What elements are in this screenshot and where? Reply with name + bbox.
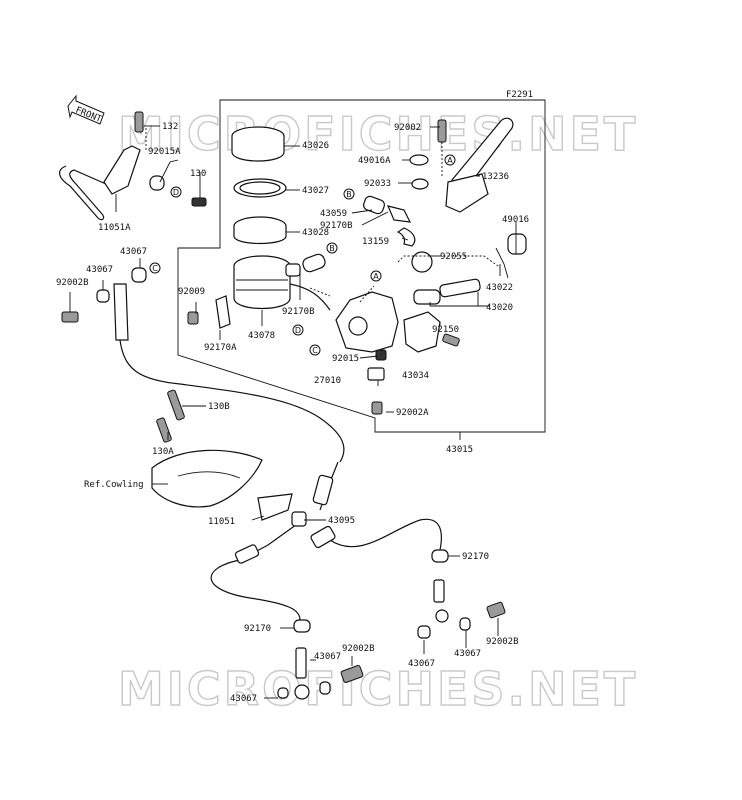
bracket-group [59,111,207,341]
label-130: 130 [190,169,206,179]
label-92002b-c: 92002B [486,637,519,647]
guide-lines [145,128,499,303]
label-92002: 92002 [394,123,421,133]
label-43067-b: 43067 [86,265,113,275]
label-43067-e: 43067 [454,649,481,659]
leader-lines [69,125,517,699]
assembly-outline [177,99,546,433]
label-92015a: 92015A [148,147,181,157]
label-92002b-a: 92002B [56,278,89,288]
callout-b-2: B [329,244,335,253]
label-43067-f: 43067 [230,694,257,704]
label-130b: 130B [208,402,230,412]
label-92033: 92033 [364,179,391,189]
label-43028: 43028 [302,228,329,238]
label-92170-b: 92170 [244,624,271,634]
label-92055: 92055 [440,252,467,262]
label-43015: 43015 [446,445,473,455]
callout-a-2: A [373,272,379,281]
label-43020: 43020 [486,303,513,313]
label-43095: 43095 [328,516,355,526]
label-92170a: 92170A [204,343,237,353]
label-43027: 43027 [302,186,329,196]
label-92170-a: 92170 [462,552,489,562]
label-92009: 92009 [178,287,205,297]
label-43067-a: 43067 [120,247,147,257]
label-92015: 92015 [332,354,359,364]
label-11051: 11051 [208,517,235,527]
callout-c-2: C [312,346,318,355]
callouts: D C B A B A D C [149,154,456,356]
callout-c-1: C [152,264,158,273]
label-43059: 43059 [320,209,347,219]
front-arrow-icon: FRONT [67,94,105,125]
callout-b-1: B [346,190,352,199]
label-132: 132 [162,122,178,132]
label-92150: 92150 [432,325,459,335]
label-13159: 13159 [362,237,389,247]
label-92002b-b: 92002B [342,644,375,654]
master-cylinder-group [335,117,527,415]
label-49016: 49016 [502,215,529,225]
label-43078: 43078 [248,331,275,341]
label-43026: 43026 [302,141,329,151]
callout-a-1: A [447,156,453,165]
label-ref-cowling: Ref.Cowling [84,480,144,490]
label-43034: 43034 [402,371,429,381]
label-92170b-b: 92170B [282,307,315,317]
hose-group [119,339,506,700]
watermark-top: MICROFICHES.NET [118,107,638,161]
label-130a: 130A [152,447,174,457]
label-92170b-a: 92170B [320,221,353,231]
callout-d-1: D [173,188,179,197]
diagram-code: F2291 [506,90,533,100]
label-11051a: 11051A [98,223,131,233]
callout-d-2: D [295,326,301,335]
part-labels: 132 92015A 130 11051A 43067 92002B 43067… [56,122,529,704]
label-49016a: 49016A [358,156,391,166]
watermark-bottom: MICROFICHES.NET [118,662,638,716]
reservoir-group [187,126,331,329]
label-43022: 43022 [486,283,513,293]
label-13236: 13236 [482,172,509,182]
label-43067-d: 43067 [408,659,435,669]
label-43067-c: 43067 [314,652,341,662]
label-27010: 27010 [314,376,341,386]
label-92002a: 92002A [396,408,429,418]
